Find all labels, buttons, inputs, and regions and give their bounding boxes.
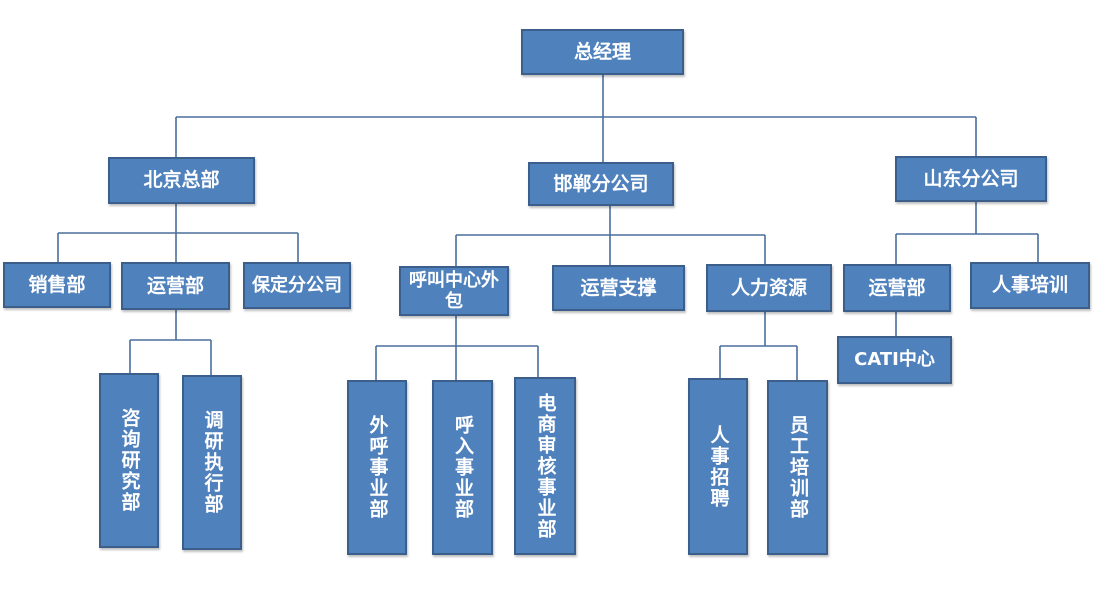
shandong-ops-node: 运营部 (843, 264, 951, 312)
research-exec-node: 调研执行部 (182, 375, 242, 550)
beijing-ops-node: 运营部 (121, 262, 230, 310)
ops-support-node: 运营支撑 (552, 265, 685, 311)
beijing-sales-node: 销售部 (3, 262, 111, 308)
handan-branch-node: 邯郸分公司 (528, 162, 674, 206)
cati-center-node: CATI中心 (837, 336, 952, 384)
handan-hr-node: 人力资源 (706, 264, 832, 312)
consult-research-node: 咨询研究部 (99, 373, 159, 548)
beijing-hq-node: 北京总部 (108, 157, 255, 204)
hr-training-node: 人事培训 (970, 262, 1090, 309)
outbound-node: 外呼事业部 (347, 380, 407, 555)
call-center-node: 呼叫中心外包 (399, 266, 509, 316)
staff-training-node: 员工培训部 (767, 380, 828, 555)
recruitment-node: 人事招聘 (688, 378, 748, 555)
ecom-review-node: 电商审核事业部 (514, 377, 576, 555)
baoding-branch-node: 保定分公司 (243, 262, 351, 309)
ceo-node: 总经理 (521, 29, 684, 75)
shandong-branch-node: 山东分公司 (895, 156, 1047, 202)
inbound-node: 呼入事业部 (432, 380, 493, 555)
